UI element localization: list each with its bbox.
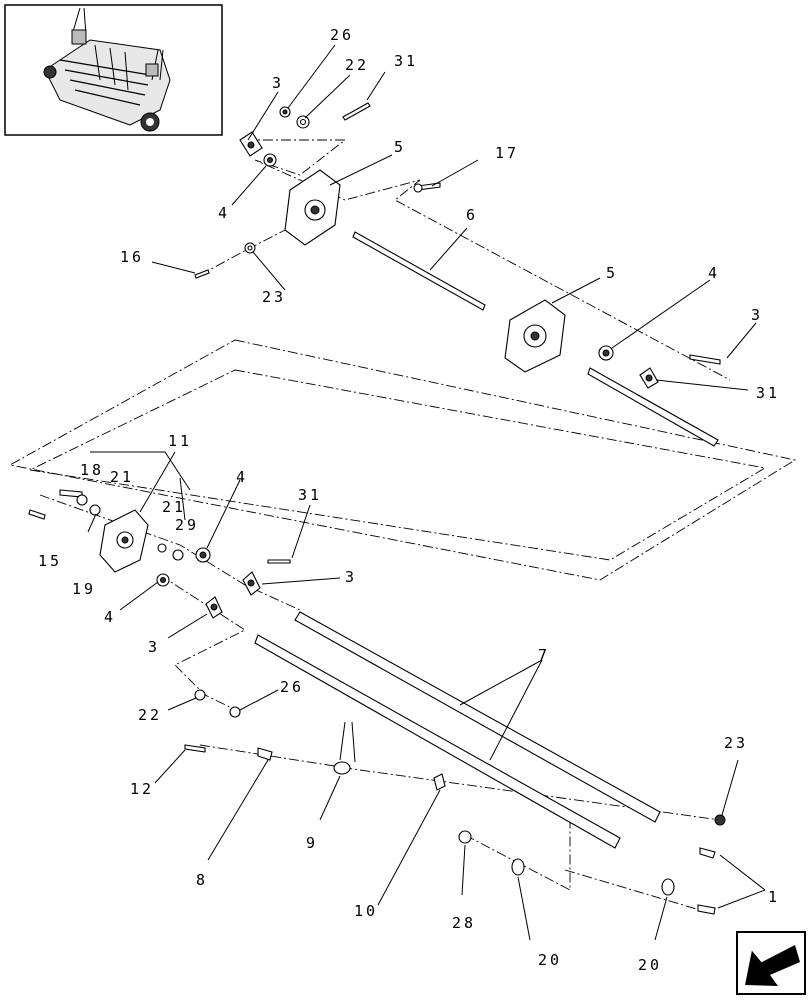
callout-9: 9	[306, 834, 318, 852]
spring-9	[333, 721, 356, 775]
flange-3-left	[242, 571, 261, 596]
callout-4-right: 4	[708, 264, 720, 282]
callout-20-mid: 20	[538, 951, 562, 969]
bolt-1-b	[697, 904, 716, 915]
callout-16: 16	[120, 248, 144, 266]
callout-29: 29	[175, 516, 199, 534]
callout-27-top: 26	[330, 26, 354, 44]
bolt-1-a	[699, 847, 716, 859]
callout-22-top: 22	[345, 56, 369, 74]
callout-23: 23	[262, 288, 286, 306]
rail-7-upper	[294, 611, 661, 823]
callout-11: 11	[168, 432, 192, 450]
callout-5-top: 5	[394, 138, 406, 156]
callout-6: 6	[466, 206, 478, 224]
bolt-15	[28, 509, 46, 520]
pin-3-right	[689, 354, 721, 365]
leader-lines	[87, 44, 766, 941]
callout-17: 17	[495, 144, 519, 162]
next-page-button[interactable]	[736, 931, 806, 995]
washer-20-mid	[511, 858, 525, 876]
callout-3-top: 3	[272, 74, 284, 92]
rail-7-lower	[254, 634, 621, 849]
callout-3-right: 3	[751, 306, 763, 324]
bearing-4-right	[598, 345, 614, 361]
shaft-6	[352, 231, 486, 311]
nut-27-lower	[229, 706, 241, 718]
bolt-31-left	[267, 559, 291, 564]
bearing-4-lower	[156, 573, 170, 587]
thumbnail-panel[interactable]	[4, 4, 223, 136]
bolt-17	[413, 182, 441, 193]
callout-3-lower: 3	[148, 638, 160, 656]
flange-plate-5-mid	[504, 299, 566, 373]
callout-18: 18	[80, 461, 104, 479]
bearing-4-top	[263, 153, 277, 167]
bolt-12	[184, 744, 206, 753]
machine-overview-thumbnail	[43, 7, 171, 132]
flange-3-lower	[205, 596, 223, 619]
clip-8	[257, 747, 273, 761]
callout-4-lower: 4	[104, 608, 116, 626]
bolt-31-top	[342, 102, 371, 121]
nut-29	[172, 549, 184, 561]
callout-27-lower: 26	[280, 678, 304, 696]
callout-28: 28	[452, 914, 476, 932]
callout-labels: 26 22 31 3 5 17 4 6 16 23 5 4 3 31 11 18…	[38, 26, 780, 974]
callout-4-left: 4	[236, 468, 248, 486]
washer-21-mid	[157, 543, 167, 553]
callout-22-lower: 22	[138, 706, 162, 724]
callout-21-top: 21	[110, 468, 134, 486]
washer-21-left	[76, 494, 88, 506]
callout-12: 12	[130, 780, 154, 798]
flange-plate-5-top	[284, 169, 341, 246]
shaft-right	[587, 367, 719, 447]
callout-5-mid: 5	[606, 264, 618, 282]
nut-26	[714, 814, 726, 826]
callout-20-right: 20	[638, 956, 662, 974]
next-page-arrow-icon	[745, 945, 800, 986]
callout-3-left: 3	[345, 568, 357, 586]
callout-7: 7	[538, 646, 550, 664]
bearing-flange-3-top	[239, 131, 263, 157]
flange-31-right	[639, 367, 659, 389]
washer-20-right	[661, 878, 675, 896]
callout-21-mid: 21	[162, 498, 186, 516]
bolt-16	[194, 269, 210, 279]
bracket-10	[433, 773, 446, 791]
bearing-plate-11	[99, 509, 149, 573]
callout-1: 1	[768, 888, 780, 906]
callout-4-top: 4	[218, 204, 230, 222]
callout-31-right: 31	[756, 384, 780, 402]
washer-23	[244, 242, 256, 254]
callout-15: 15	[38, 552, 62, 570]
callout-19: 19	[72, 580, 96, 598]
washer-19	[89, 504, 101, 516]
parts	[28, 102, 726, 915]
bearing-4-left	[195, 547, 211, 563]
nut-27-top	[279, 106, 291, 118]
nut-28	[458, 830, 472, 844]
washer-22-top	[296, 115, 310, 129]
callout-31-top: 31	[394, 52, 418, 70]
callout-31-left: 31	[298, 486, 322, 504]
callout-26: 23	[724, 734, 748, 752]
callout-8: 8	[196, 871, 208, 889]
callout-10: 10	[354, 902, 378, 920]
washer-22-lower	[194, 689, 206, 701]
